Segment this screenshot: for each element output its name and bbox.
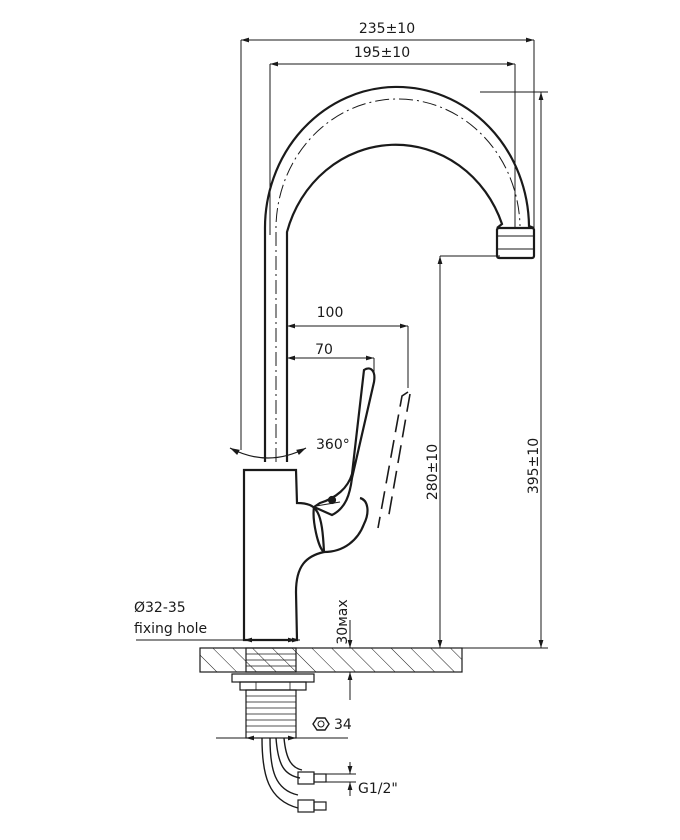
spout (263, 85, 535, 462)
label-hole-description: fixing hole (134, 621, 207, 637)
label-lever-reach-1: 100 (317, 305, 344, 321)
flexible-hoses (261, 737, 327, 813)
dimension-spout-reach (269, 61, 516, 235)
label-spout-height: 280±10 (425, 444, 441, 500)
dimension-overall-height (462, 91, 548, 649)
countertop (199, 647, 463, 673)
lever-handle (311, 367, 376, 554)
aerator (495, 226, 536, 260)
dimension-lever-reach-1 (287, 323, 409, 388)
faucet-body (242, 468, 326, 642)
mounting-shank (231, 647, 315, 739)
label-rotation: 360° (316, 437, 350, 453)
label-overall-width: 235±10 (359, 21, 415, 37)
dimension-spout-height (437, 255, 500, 648)
label-spout-reach: 195±10 (354, 45, 410, 61)
dimension-lever-reach-2 (287, 355, 375, 372)
label-thread: G1/2" (358, 781, 398, 797)
dimension-thread (326, 762, 356, 796)
lever-handle-open (377, 391, 411, 529)
rotation-arrow (229, 447, 307, 459)
label-lever-reach-2: 70 (315, 342, 333, 358)
label-hole-diameter: Ø32-35 (134, 600, 186, 616)
dimension-overall-width (240, 37, 535, 450)
label-overall-height: 395±10 (526, 438, 542, 494)
hexagon-icon (312, 717, 330, 731)
label-max-thickness: 30мах (335, 599, 351, 644)
label-nut-size: 34 (334, 717, 352, 733)
